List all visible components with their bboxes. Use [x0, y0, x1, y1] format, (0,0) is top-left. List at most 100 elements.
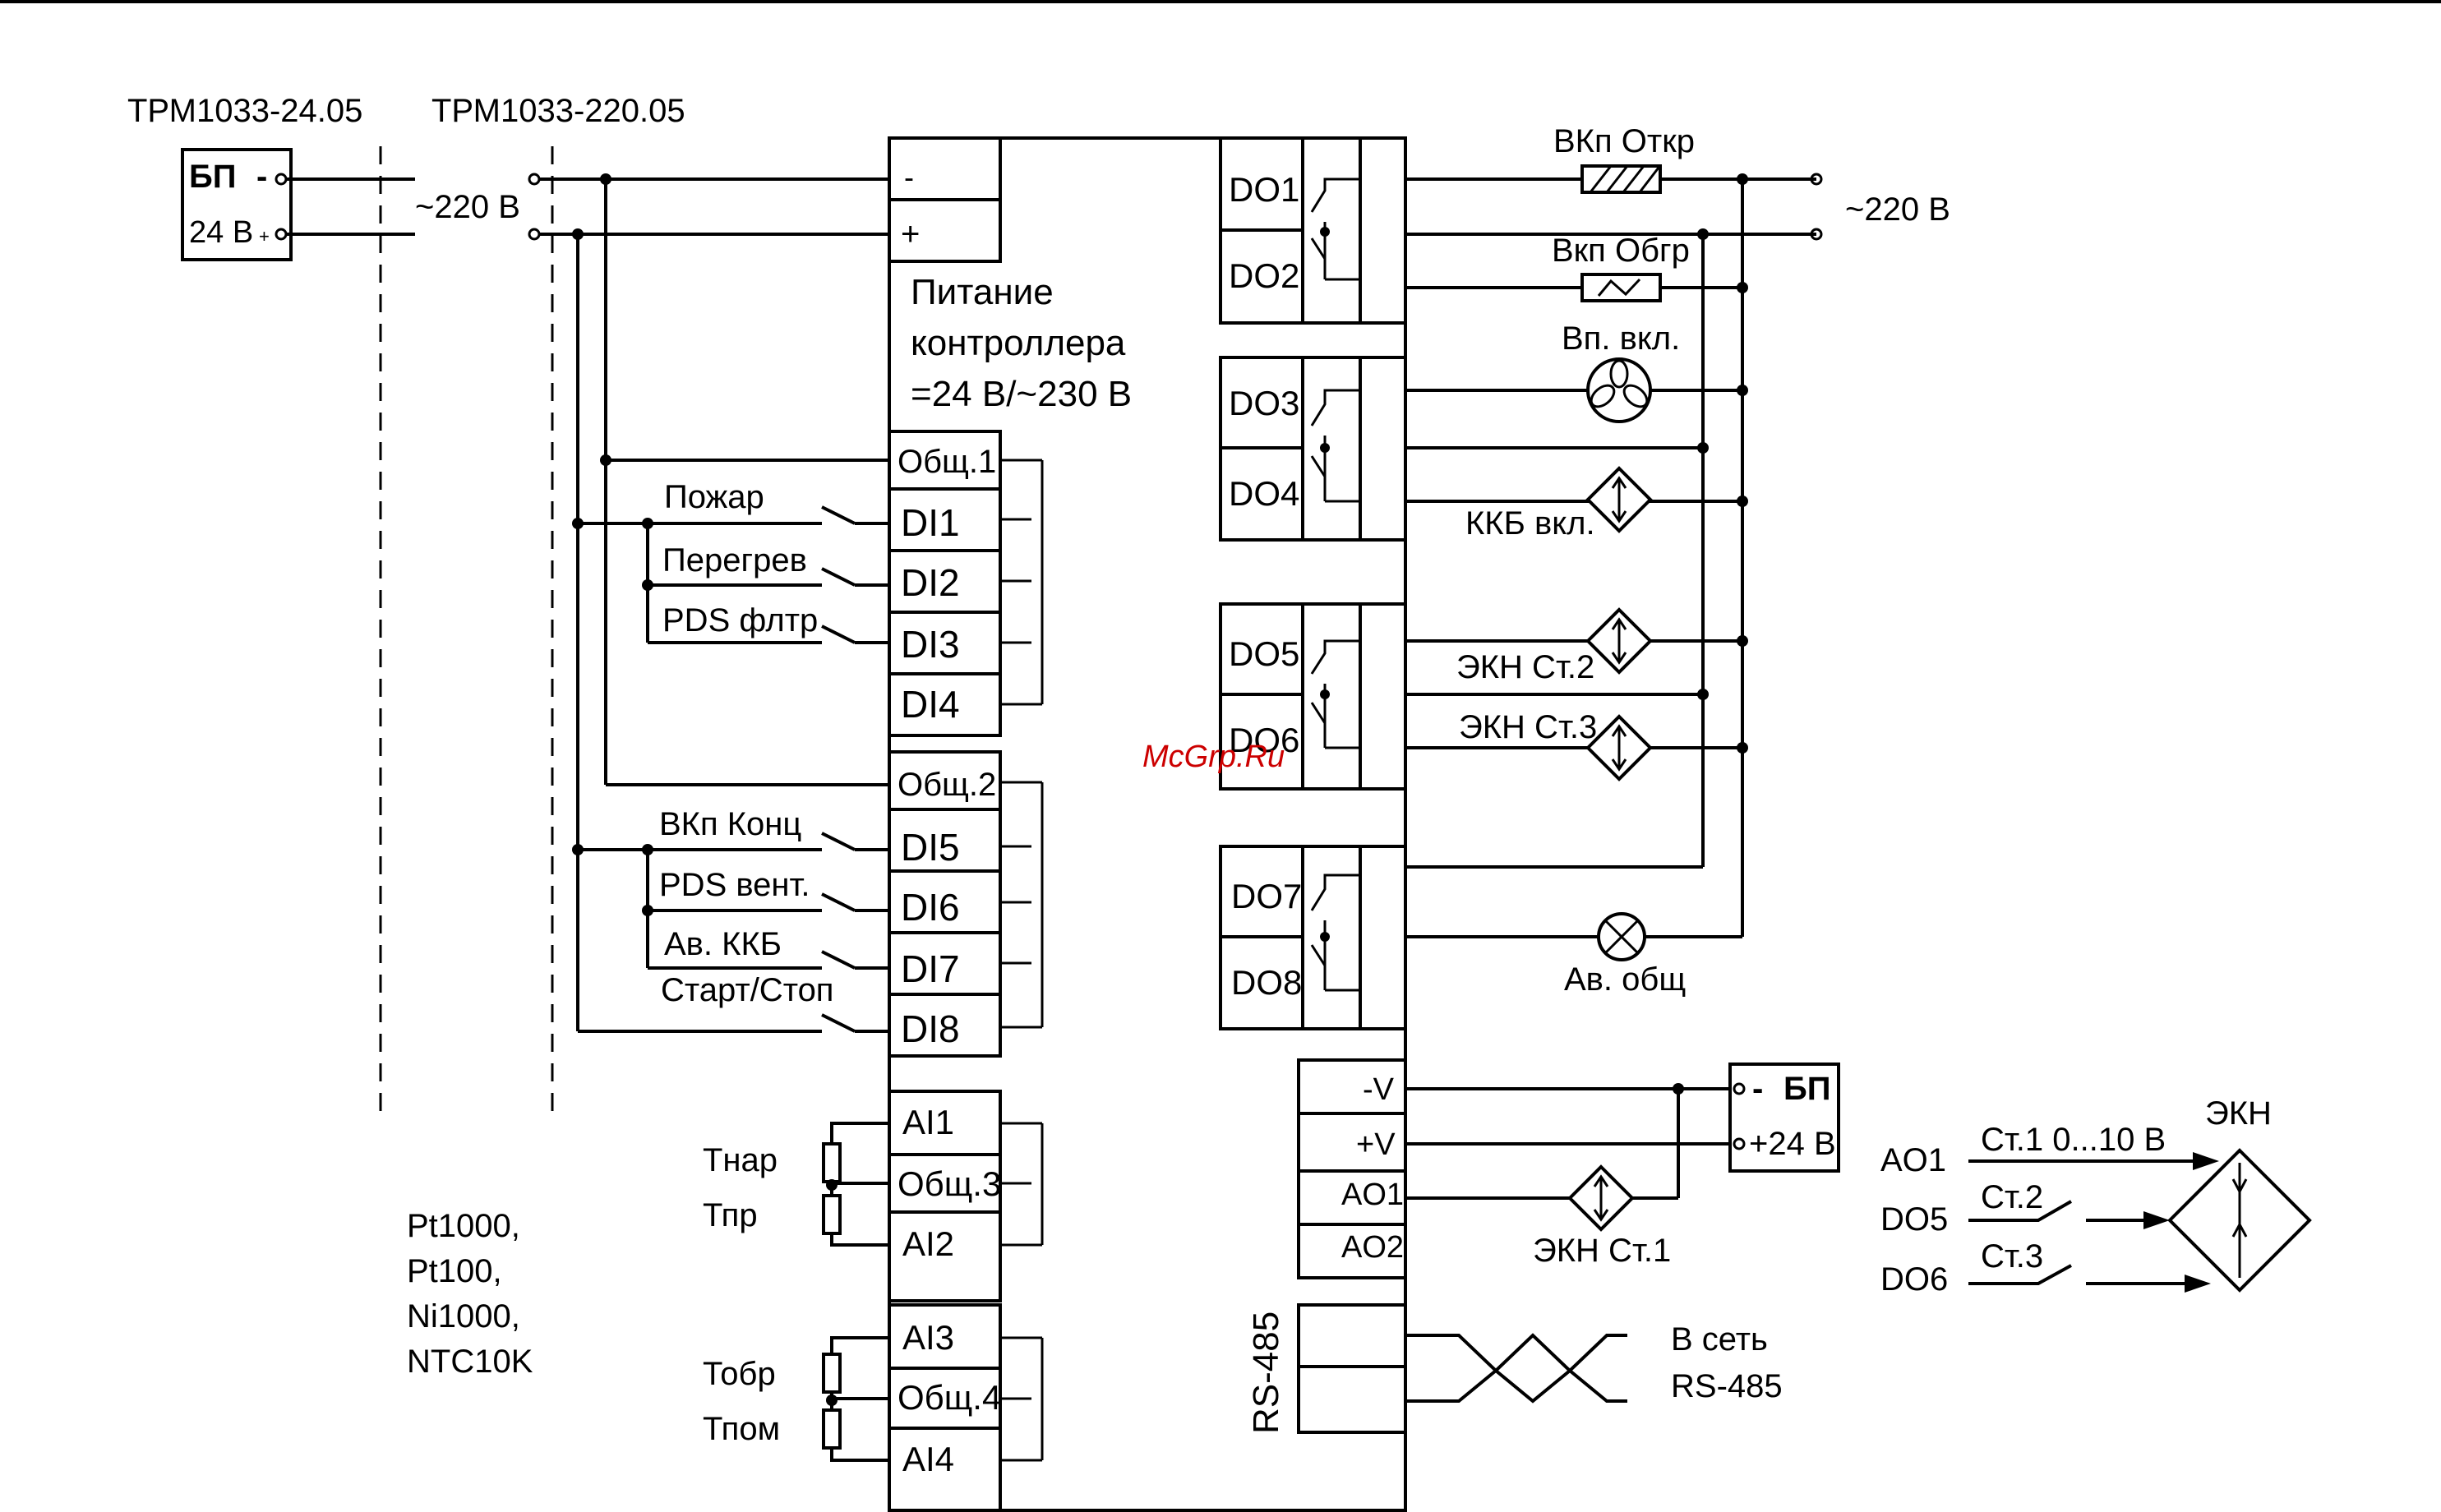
terminal-common-3: Общ.3 — [897, 1164, 1001, 1203]
psu-right: - БП +24 В — [1728, 1063, 1840, 1173]
terminal-di2: DI2 — [901, 561, 960, 604]
psu-right-minus: - — [1752, 1071, 1763, 1107]
ekn-source-ao1: AO1 — [1880, 1142, 1946, 1178]
ekn-source-do5: DO5 — [1880, 1201, 1948, 1238]
terminal-do8: DO8 — [1231, 963, 1302, 1002]
load-ekn2-label: ЭКН Ст.2 — [1456, 649, 1594, 685]
ekn-source-do6: DO6 — [1880, 1261, 1948, 1298]
load-alarm-label: Ав. общ — [1564, 961, 1686, 998]
power-plus-label: + — [901, 216, 920, 252]
sensor-tobr-label: Тобр — [703, 1356, 776, 1392]
variant-220-label: ТРМ1033-220.05 — [431, 93, 685, 129]
terminal-ai2: AI2 — [902, 1224, 954, 1263]
terminal-common-4: Общ.4 — [897, 1378, 1001, 1417]
terminal-ao1: AO1 — [1341, 1178, 1404, 1212]
power-block: - + Питание контроллера =24 В/~230 В — [888, 136, 1132, 414]
terminal-220-l — [528, 173, 541, 186]
ekn-input2-label: Ст.2 — [1981, 1179, 2043, 1215]
di2-signal-label: Перегрев — [662, 542, 807, 579]
terminal-220-right-n — [1810, 228, 1823, 241]
psu-left-minus: - — [256, 159, 267, 195]
ekn-input1-label: Ст.1 0...10 В — [1981, 1122, 2166, 1158]
sensor-resistor-tpom — [822, 1408, 842, 1450]
psu-right-title: БП — [1783, 1071, 1831, 1107]
do-block-1-2: DO1 DO2 — [1219, 136, 1407, 325]
sensor-type-2: Pt100, — [407, 1253, 502, 1289]
alarm-lamp-icon — [1597, 912, 1646, 961]
terminal-di3: DI3 — [901, 623, 960, 666]
ekn1-icon — [1567, 1164, 1635, 1232]
rs485-block: RS-485 — [1246, 1303, 1407, 1434]
power-label-line2: контроллера — [911, 323, 1126, 363]
terminal-do5: DO5 — [1229, 634, 1299, 673]
terminal-do1: DO1 — [1229, 170, 1299, 209]
di5-signal-label: ВКп Конц — [659, 806, 801, 842]
supply-right-label: ~220 В — [1845, 191, 1950, 228]
sensor-type-1: Pt1000, — [407, 1208, 520, 1244]
di1-signal-label: Пожар — [664, 479, 764, 515]
power-label-line3: =24 В/~230 В — [911, 374, 1132, 414]
terminal-plus-v: +V — [1356, 1127, 1396, 1162]
ekn-title: ЭКН — [2205, 1095, 2272, 1132]
load-damper-open-label: ВКп Откр — [1553, 123, 1695, 159]
terminal-minus-v: -V — [1363, 1072, 1395, 1107]
psu-left-title: БП — [189, 159, 237, 195]
terminal-di4: DI4 — [901, 683, 960, 726]
terminal-common-2: Общ.2 — [897, 767, 996, 803]
load-ekn3-label: ЭКН Ст.3 — [1459, 709, 1597, 745]
load-damper-heat-label: Вкп Обгр — [1552, 233, 1690, 269]
terminal-di7: DI7 — [901, 947, 960, 990]
rs485-port-label: RS-485 — [1246, 1311, 1286, 1434]
load-kkb-label: ККБ вкл. — [1465, 505, 1595, 542]
terminal-do7: DO7 — [1231, 877, 1302, 915]
terminal-ao2: AO2 — [1341, 1230, 1404, 1265]
sensor-resistor-tobr — [822, 1353, 842, 1394]
ekn3-icon — [1585, 714, 1653, 781]
terminal-do6: DO6 — [1229, 721, 1299, 759]
terminal-ai4: AI4 — [902, 1440, 954, 1478]
terminal-di6: DI6 — [901, 886, 960, 929]
psu-right-voltage: +24 В — [1749, 1126, 1836, 1162]
rs485-network-line1: В сеть — [1671, 1321, 1768, 1358]
terminal-220-n — [528, 228, 541, 241]
kkb-icon — [1585, 466, 1653, 533]
sensor-resistor-tnar — [822, 1142, 842, 1183]
do-block-5-6: DO5 DO6 — [1219, 602, 1407, 791]
di7-signal-label: Ав. ККБ — [664, 926, 782, 962]
psu-left-plus: + — [259, 226, 270, 247]
power-minus-label: - — [904, 160, 914, 194]
di3-signal-label: PDS флтр — [662, 602, 818, 638]
ai-group-1: AI1 Общ.3 AI2 Тнар Тпр — [703, 1090, 1044, 1302]
sensor-resistor-tpr — [822, 1194, 842, 1235]
psu-left: БП - 24 В + — [181, 148, 293, 261]
terminal-di5: DI5 — [901, 826, 960, 869]
sensor-tnar-label: Тнар — [703, 1142, 778, 1178]
terminal-common-1: Общ.1 — [897, 444, 996, 480]
di-group-1: Общ.1 DI1 DI2 DI3 DI4 — [888, 430, 1044, 737]
di-group-2: Общ.2 DI5 DI6 DI7 DI8 — [888, 750, 1044, 1058]
fan-icon — [1586, 357, 1652, 423]
load-fan-label: Вп. вкл. — [1562, 320, 1680, 357]
ai-group-2: AI3 Общ.4 AI4 Тобр Тпом — [703, 1303, 1044, 1512]
terminal-220-right-l — [1810, 173, 1823, 186]
terminal-do3: DO3 — [1229, 384, 1299, 422]
variant-24-label: ТРМ1033-24.05 — [127, 93, 362, 129]
di8-signal-label: Старт/Стоп — [661, 972, 833, 1008]
rs485-network-line2: RS-485 — [1671, 1368, 1783, 1404]
psu-left-voltage: 24 В — [189, 215, 253, 250]
ekn-input3-label: Ст.3 — [1981, 1238, 2043, 1275]
do-block-7-8: DO7 DO8 — [1219, 845, 1407, 1030]
watermark: McGrp.Ru — [1142, 740, 1285, 774]
terminal-ai3: AI3 — [902, 1318, 954, 1357]
terminal-do4: DO4 — [1229, 474, 1299, 513]
ekn2-icon — [1585, 607, 1653, 675]
terminal-ai1: AI1 — [902, 1103, 954, 1141]
do-block-3-4: DO3 DO4 — [1219, 356, 1407, 542]
damper-heater — [1580, 273, 1662, 302]
supply-left-label: ~220 В — [415, 189, 520, 225]
di6-signal-label: PDS вент. — [659, 867, 810, 903]
ao-block: -V +V AO1 AO2 — [1297, 1058, 1407, 1279]
ekn-diagram: ЭКН AO1 DO5 DO6 Ст.1 0...10 В Ст.2 Ст.3 — [1880, 1095, 2312, 1298]
